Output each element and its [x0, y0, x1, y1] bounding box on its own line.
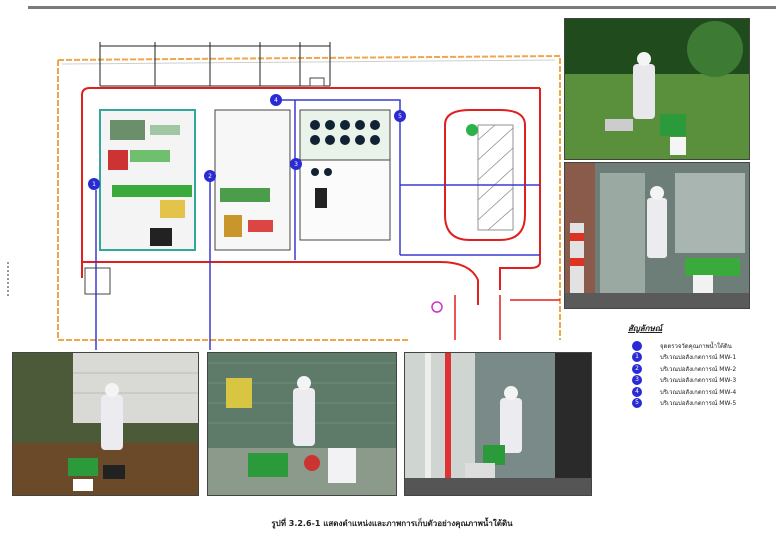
legend-title: สัญลักษณ์ — [628, 323, 663, 333]
site-edge-inner — [61, 59, 556, 65]
top-rule — [28, 6, 776, 9]
pink-point — [431, 301, 443, 313]
well-marker-1: 1 — [88, 178, 100, 190]
outbuilding — [84, 267, 111, 295]
well-marker-icon: 2 — [632, 363, 642, 374]
well-marker-3-label: 3 — [294, 161, 298, 168]
legend-item: 1 บริเวณบ่อสังเกตการณ์ MW-1 — [610, 352, 780, 364]
legend-item-label: บริเวณบ่อสังเกตการณ์ MW-1 — [660, 354, 737, 362]
hatched-area — [477, 124, 514, 231]
well-marker-2-label: 2 — [208, 173, 212, 180]
legend-item-label: บริเวณบ่อสังเกตการณ์ MW-4 — [660, 388, 737, 396]
figure-caption: รูปที่ 3.2.6-1 แสดงตำแหน่งและภาพการเก็บต… — [271, 519, 513, 528]
photo-sampling-wall — [207, 352, 397, 496]
road-lower — [454, 295, 560, 340]
legend-item: จุดตรวจวัดคุณภาพน้ำใต้ดิน — [610, 340, 780, 352]
well-marker-icon — [632, 340, 642, 351]
well-markers: 1 2 3 4 5 — [88, 94, 406, 190]
photo-sampling-plant — [404, 352, 592, 496]
legend-item: 5 บริเวณบ่อสังเกตการณ์ MW-5 — [610, 398, 780, 410]
well-marker-icon: 5 — [632, 398, 642, 409]
well-marker-4: 4 — [270, 94, 282, 106]
photo-sampling-garden — [12, 352, 199, 496]
legend-item-label: บริเวณบ่อสังเกตการณ์ MW-3 — [660, 377, 737, 385]
green-point — [466, 124, 478, 136]
well-marker-icon: 3 — [632, 375, 642, 386]
legend-item-label: จุดตรวจวัดคุณภาพน้ำใต้ดิน — [660, 342, 732, 350]
well-marker-4-label: 4 — [274, 97, 278, 104]
well-marker-5-label: 5 — [398, 113, 402, 120]
legend-item: 3 บริเวณบ่อสังเกตการณ์ MW-3 — [610, 375, 780, 387]
well-marker-icon: 4 — [632, 386, 642, 397]
legend-item-label: บริเวณบ่อสังเกตการณ์ MW-5 — [660, 400, 737, 408]
equipment — [108, 120, 273, 246]
photo-sampling-grass — [564, 18, 750, 160]
legend: สัญลักษณ์ จุดตรวจวัดคุณภาพน้ำใต้ดิน 1 บริเ… — [610, 322, 780, 409]
gate-small — [309, 77, 325, 87]
pipeline — [95, 99, 540, 350]
legend-list: จุดตรวจวัดคุณภาพน้ำใต้ดิน 1 บริเวณบ่อสังเก… — [610, 340, 780, 409]
legend-item: 2 บริเวณบ่อสังเกตการณ์ MW-2 — [610, 363, 780, 375]
well-marker-5: 5 — [394, 110, 406, 122]
legend-item: 4 บริเวณบ่อสังเกตการณ์ MW-4 — [610, 386, 780, 398]
well-marker-icon: 1 — [632, 352, 642, 363]
tank-array — [310, 120, 380, 208]
dimension-lines — [99, 42, 331, 87]
margin-mark — [7, 262, 11, 296]
road-loop — [444, 109, 526, 241]
photo-sampling-tanks — [564, 162, 750, 309]
well-marker-2: 2 — [204, 170, 216, 182]
well-marker-3: 3 — [290, 158, 302, 170]
well-marker-1-label: 1 — [92, 181, 96, 188]
site-edge — [57, 54, 561, 341]
legend-item-label: บริเวณบ่อสังเกตการณ์ MW-2 — [660, 365, 737, 373]
road-boundary — [81, 87, 541, 305]
